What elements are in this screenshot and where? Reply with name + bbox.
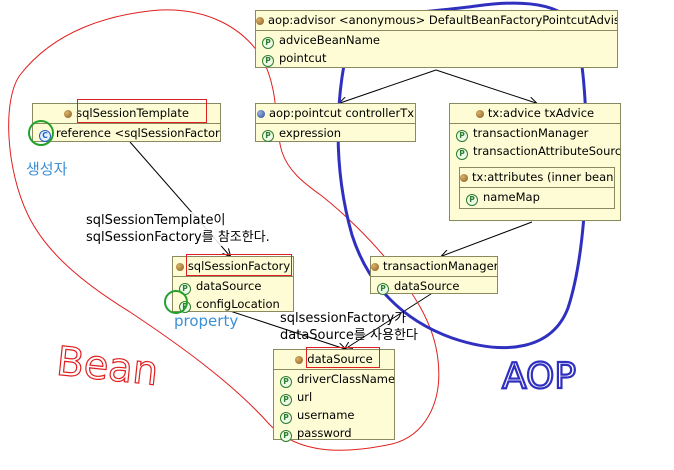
bean-icon: [175, 263, 184, 271]
property-icon: P: [262, 130, 274, 142]
bean-transactionmanager-header: transactionManager: [371, 257, 497, 277]
property-icon: P: [280, 430, 292, 442]
property-highlight-circle: [164, 290, 188, 314]
annotation-factory-uses-datasource: sqlsessionFactory가 dataSource를 사용한다: [280, 311, 418, 343]
bean-region-outline: [8, 9, 440, 451]
bean-txadvice-title: tx:advice txAdvice: [487, 106, 595, 120]
constructor-label: 생성자: [26, 160, 68, 178]
bean-txattributes-header: tx:attributes (inner bean): [460, 168, 614, 188]
bean-icon: [371, 263, 379, 271]
aop-handwriting: AOP: [502, 356, 576, 397]
bean-datasource-header: dataSource: [274, 350, 394, 370]
bean-transactionmanager-title: transactionManager: [383, 259, 497, 273]
property-icon: P: [280, 376, 292, 388]
bean-txadvice-header: tx:advice txAdvice: [450, 104, 620, 124]
property-icon: P: [456, 130, 468, 142]
bean-sqlsessiontemplate-header: sqlSessionTemplate: [33, 104, 220, 124]
bean-sqlsessionfactory-header: sqlSessionFactory: [173, 257, 293, 277]
bean-icon: [460, 174, 468, 182]
bean-advisor[interactable]: aop:advisor <anonymous> DefaultBeanFacto…: [255, 10, 618, 68]
bean-icon: [295, 356, 304, 364]
property-label: property: [174, 312, 239, 330]
connector-advisor-pointcut: [340, 69, 437, 103]
annotation-template-references-factory: sqlSessionTemplate이 sqlSessionFactory를 참…: [86, 212, 270, 246]
pointcut-icon: [256, 110, 265, 118]
bean-advisor-title: aop:advisor <anonymous> DefaultBeanFacto…: [268, 13, 617, 27]
bean-handwriting: Bean: [54, 339, 160, 395]
bean-advisor-header: aop:advisor <anonymous> DefaultBeanFacto…: [256, 11, 617, 31]
property-icon: P: [377, 283, 389, 295]
connector-advisor-txadvice: [435, 69, 536, 103]
bean-pointcut-title: aop:pointcut controllerTx: [268, 106, 415, 120]
property-icon: P: [262, 37, 274, 49]
aop-region-outline: [336, 1, 588, 349]
bean-icon: [64, 110, 73, 118]
connector-factory-datasource: [229, 310, 345, 349]
bean-icon: [475, 110, 484, 118]
bean-sqlsessionfactory-title: sqlSessionFactory: [187, 259, 291, 273]
property-icon: P: [456, 148, 468, 160]
property-icon: P: [280, 412, 292, 424]
bean-icon: [256, 17, 264, 25]
bean-sqlsessiontemplate-title: sqlSessionTemplate: [76, 106, 189, 120]
connector-transactionmanager-datasource: [345, 291, 435, 349]
bean-txattributes-title: tx:attributes (inner bean): [472, 170, 614, 184]
connector-txadvice-transactionmanager: [442, 221, 533, 256]
property-icon: P: [262, 55, 274, 67]
bean-datasource-title: dataSource: [307, 352, 373, 366]
property-icon: P: [280, 394, 292, 406]
property-icon: P: [466, 194, 478, 206]
bean-pointcut-header: aop:pointcut controllerTx: [256, 104, 415, 124]
constructor-highlight-circle: [28, 120, 54, 146]
